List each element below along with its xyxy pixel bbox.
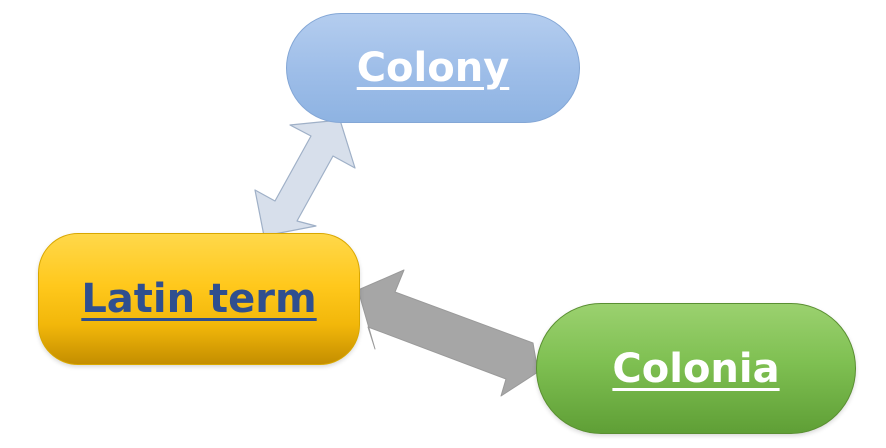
node-colony: Colony — [286, 13, 580, 123]
node-colonia-label: Colonia — [612, 345, 780, 392]
node-colonia: Colonia — [536, 303, 856, 434]
double-arrow-latin-colony — [254, 119, 356, 237]
node-latin-term: Latin term — [38, 233, 360, 365]
double-arrow-latin-colonia — [357, 269, 539, 397]
node-colony-label: Colony — [356, 45, 510, 91]
node-latin-term-label: Latin term — [81, 276, 317, 322]
